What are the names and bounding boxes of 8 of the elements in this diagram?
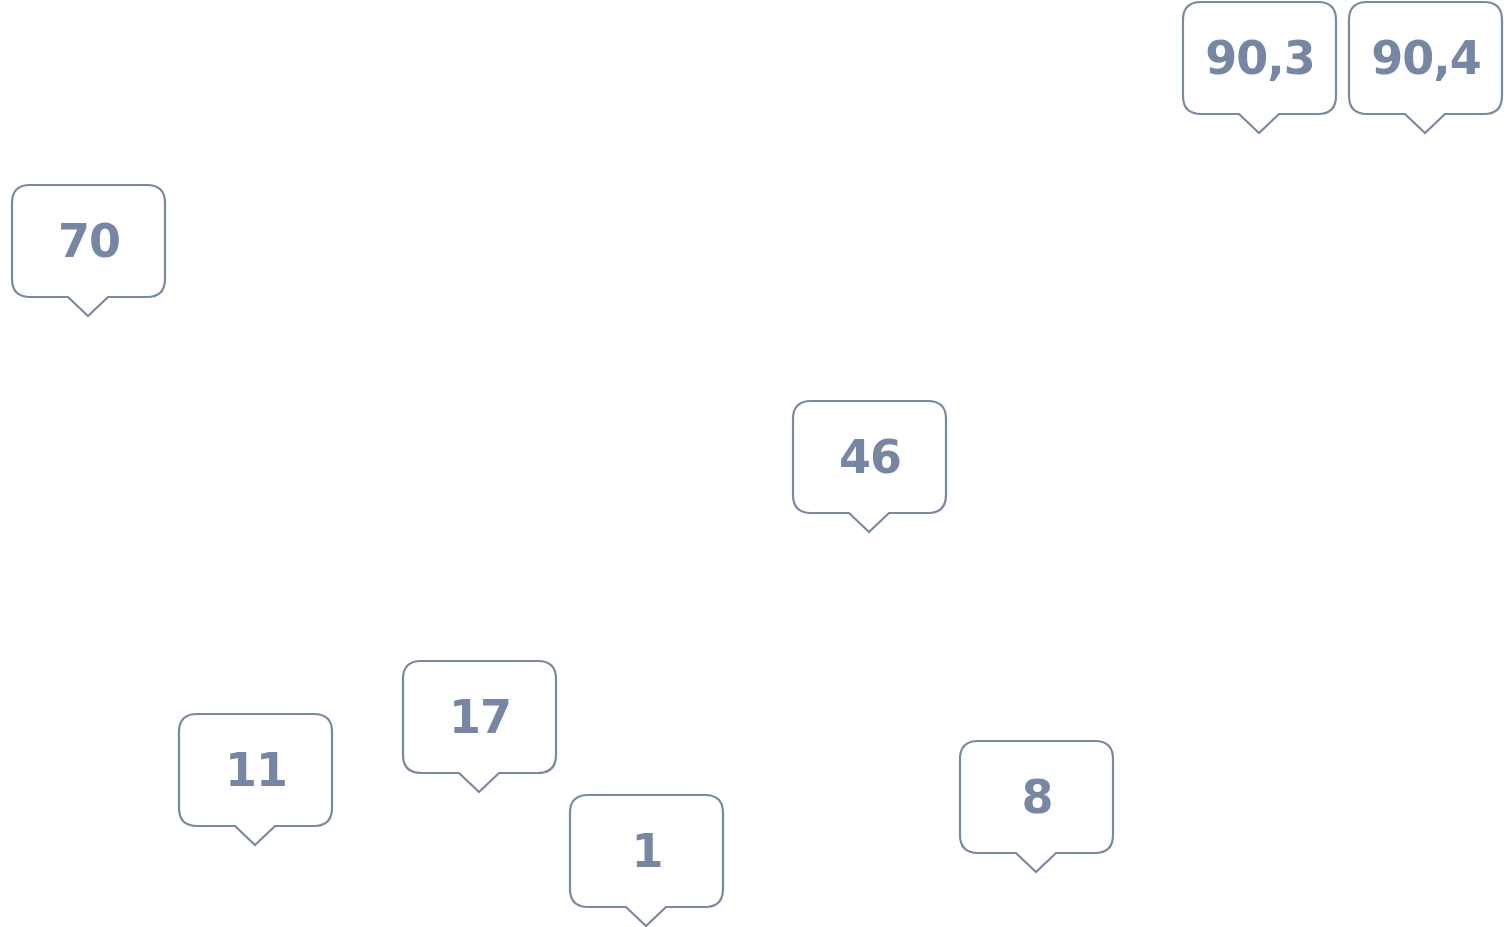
- value-label: 11: [225, 743, 287, 797]
- value-label: 46: [839, 430, 901, 484]
- value-label: 8: [1021, 770, 1053, 824]
- value-label: 17: [449, 690, 511, 744]
- value-label: 90,4: [1371, 31, 1481, 85]
- value-label: 70: [58, 214, 120, 268]
- value-label: 90,3: [1205, 31, 1315, 85]
- value-label: 1: [631, 824, 663, 878]
